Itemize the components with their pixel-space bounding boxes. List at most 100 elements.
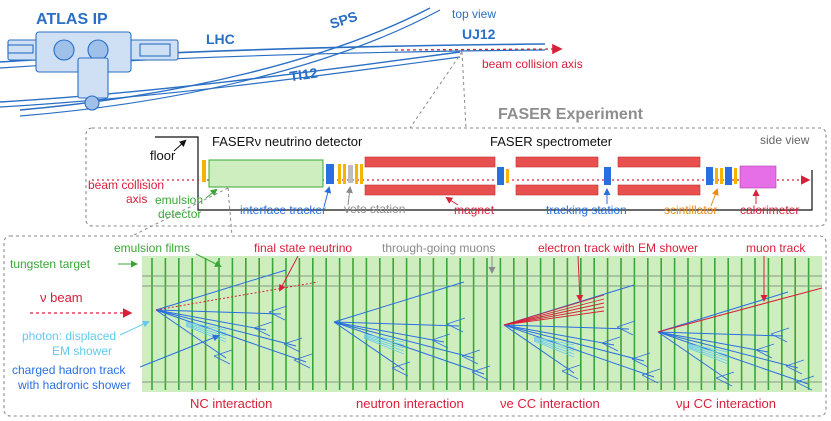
atlas-label: ATLAS IP	[36, 11, 108, 28]
hadron-branch	[446, 323, 464, 333]
floor-label: floor	[150, 148, 176, 163]
hadron-track	[333, 321, 405, 371]
interaction-showers	[155, 269, 823, 391]
magnet-arrow	[445, 196, 459, 206]
hadron-branch	[785, 359, 805, 367]
hadron-branch	[785, 365, 803, 375]
emulsion-label-1: emulsion	[155, 193, 203, 207]
hadron-track	[503, 324, 645, 362]
hadron-track	[657, 331, 784, 337]
sps-tunnel	[19, 7, 431, 111]
scintillator-1	[715, 168, 718, 184]
hadron-track	[657, 331, 729, 381]
photon-shower-line	[687, 345, 729, 359]
hadron-track	[657, 331, 769, 353]
tracking-station-1	[497, 167, 504, 185]
hadron-branch	[631, 358, 649, 368]
hadron-branch	[446, 317, 466, 325]
hadron-branch	[715, 377, 733, 387]
hadron-branch	[601, 336, 621, 344]
hadron-track	[503, 324, 615, 346]
emulsion-films-label: emulsion films	[114, 241, 190, 255]
photon-shower-line	[185, 323, 227, 337]
photon-arrow	[119, 320, 150, 336]
hadron-branch	[213, 355, 231, 365]
interface-tracker-arrow	[323, 186, 332, 208]
side-view: side view FASERν neutrino detector FASER…	[85, 127, 827, 237]
hadron-branch	[755, 349, 773, 359]
ti12-tunnel	[0, 51, 461, 103]
veto-3	[355, 164, 358, 184]
hadron-branch	[641, 374, 659, 384]
scintillator-2	[720, 168, 723, 184]
photon-shower-line	[533, 336, 575, 346]
interface-tracker-label: interface tracker	[240, 203, 326, 217]
hadron-branch	[795, 375, 815, 383]
hadron-branch	[795, 381, 813, 391]
photon-label-1: photon: displaced	[22, 329, 116, 343]
hadron-branch	[268, 311, 286, 321]
hadron-label-1: charged hadron track	[12, 363, 126, 377]
electron-arrow	[576, 255, 584, 302]
hadron-branch	[283, 343, 301, 353]
photon-shower-line	[363, 335, 405, 349]
hadron-track	[333, 321, 475, 359]
ti12-label: TI12	[289, 65, 319, 85]
experiment-title: FASER Experiment	[498, 106, 644, 123]
hadron-branch	[253, 321, 273, 329]
veto-arrow	[345, 186, 353, 206]
hadron-branch	[253, 327, 271, 337]
final-state-label: final state neutrino	[254, 241, 352, 255]
hadron-track	[333, 321, 460, 327]
hadron-branch	[461, 355, 479, 365]
tracking-station-3	[706, 167, 713, 185]
hadron-track	[155, 309, 227, 359]
hadron-branch	[471, 365, 491, 373]
photon-shower-line	[687, 346, 729, 362]
scintillator-3	[734, 168, 737, 184]
hadron-branch	[631, 352, 651, 360]
hadron-branch	[293, 359, 311, 369]
hadron-branch	[641, 368, 661, 376]
hadron-branch	[461, 349, 481, 357]
sps-label: SPS	[328, 8, 360, 32]
hadron-track	[333, 281, 465, 323]
hadron-branch	[561, 364, 581, 372]
uj12-label: UJ12	[462, 26, 496, 42]
hadron-track	[333, 321, 445, 343]
hadron-track	[155, 309, 307, 363]
hadron-branch	[561, 370, 579, 380]
photon-shower-line	[363, 336, 405, 352]
lhc-label: LHC	[206, 31, 235, 47]
hadron-arrow	[139, 334, 220, 368]
magnets	[364, 156, 701, 196]
photon-shower-line	[363, 333, 405, 343]
side-view-label: side view	[760, 133, 810, 147]
emulsion-block	[142, 256, 822, 392]
hadron-track	[503, 324, 575, 374]
photon-shower-line	[185, 322, 227, 334]
detail-view: emulsion films tungsten target final sta…	[3, 235, 827, 417]
interaction-label: νe CC interaction	[500, 396, 600, 411]
hadron-branch	[391, 367, 409, 377]
electron-shower-line	[503, 294, 605, 326]
photon-shower-line	[533, 339, 575, 355]
photon-shower-line	[687, 347, 729, 365]
muon-track	[657, 287, 823, 333]
hadron-branch	[616, 326, 634, 336]
electron-shower-line	[503, 298, 605, 326]
veto-absorber	[348, 165, 353, 183]
calorimeter-box	[739, 165, 777, 189]
tracking-station-1b	[506, 169, 509, 183]
hadron-track	[503, 324, 630, 330]
interaction-vertex-2	[333, 281, 491, 381]
scintillator-arrow	[710, 188, 719, 207]
hadron-branch	[431, 339, 449, 349]
hadron-branch	[471, 371, 489, 381]
hadron-track	[503, 324, 655, 378]
photon-shower-line	[687, 343, 729, 353]
electron-shower-line	[503, 302, 605, 326]
hadron-branch	[283, 337, 303, 345]
electron-shower-line	[503, 310, 605, 326]
